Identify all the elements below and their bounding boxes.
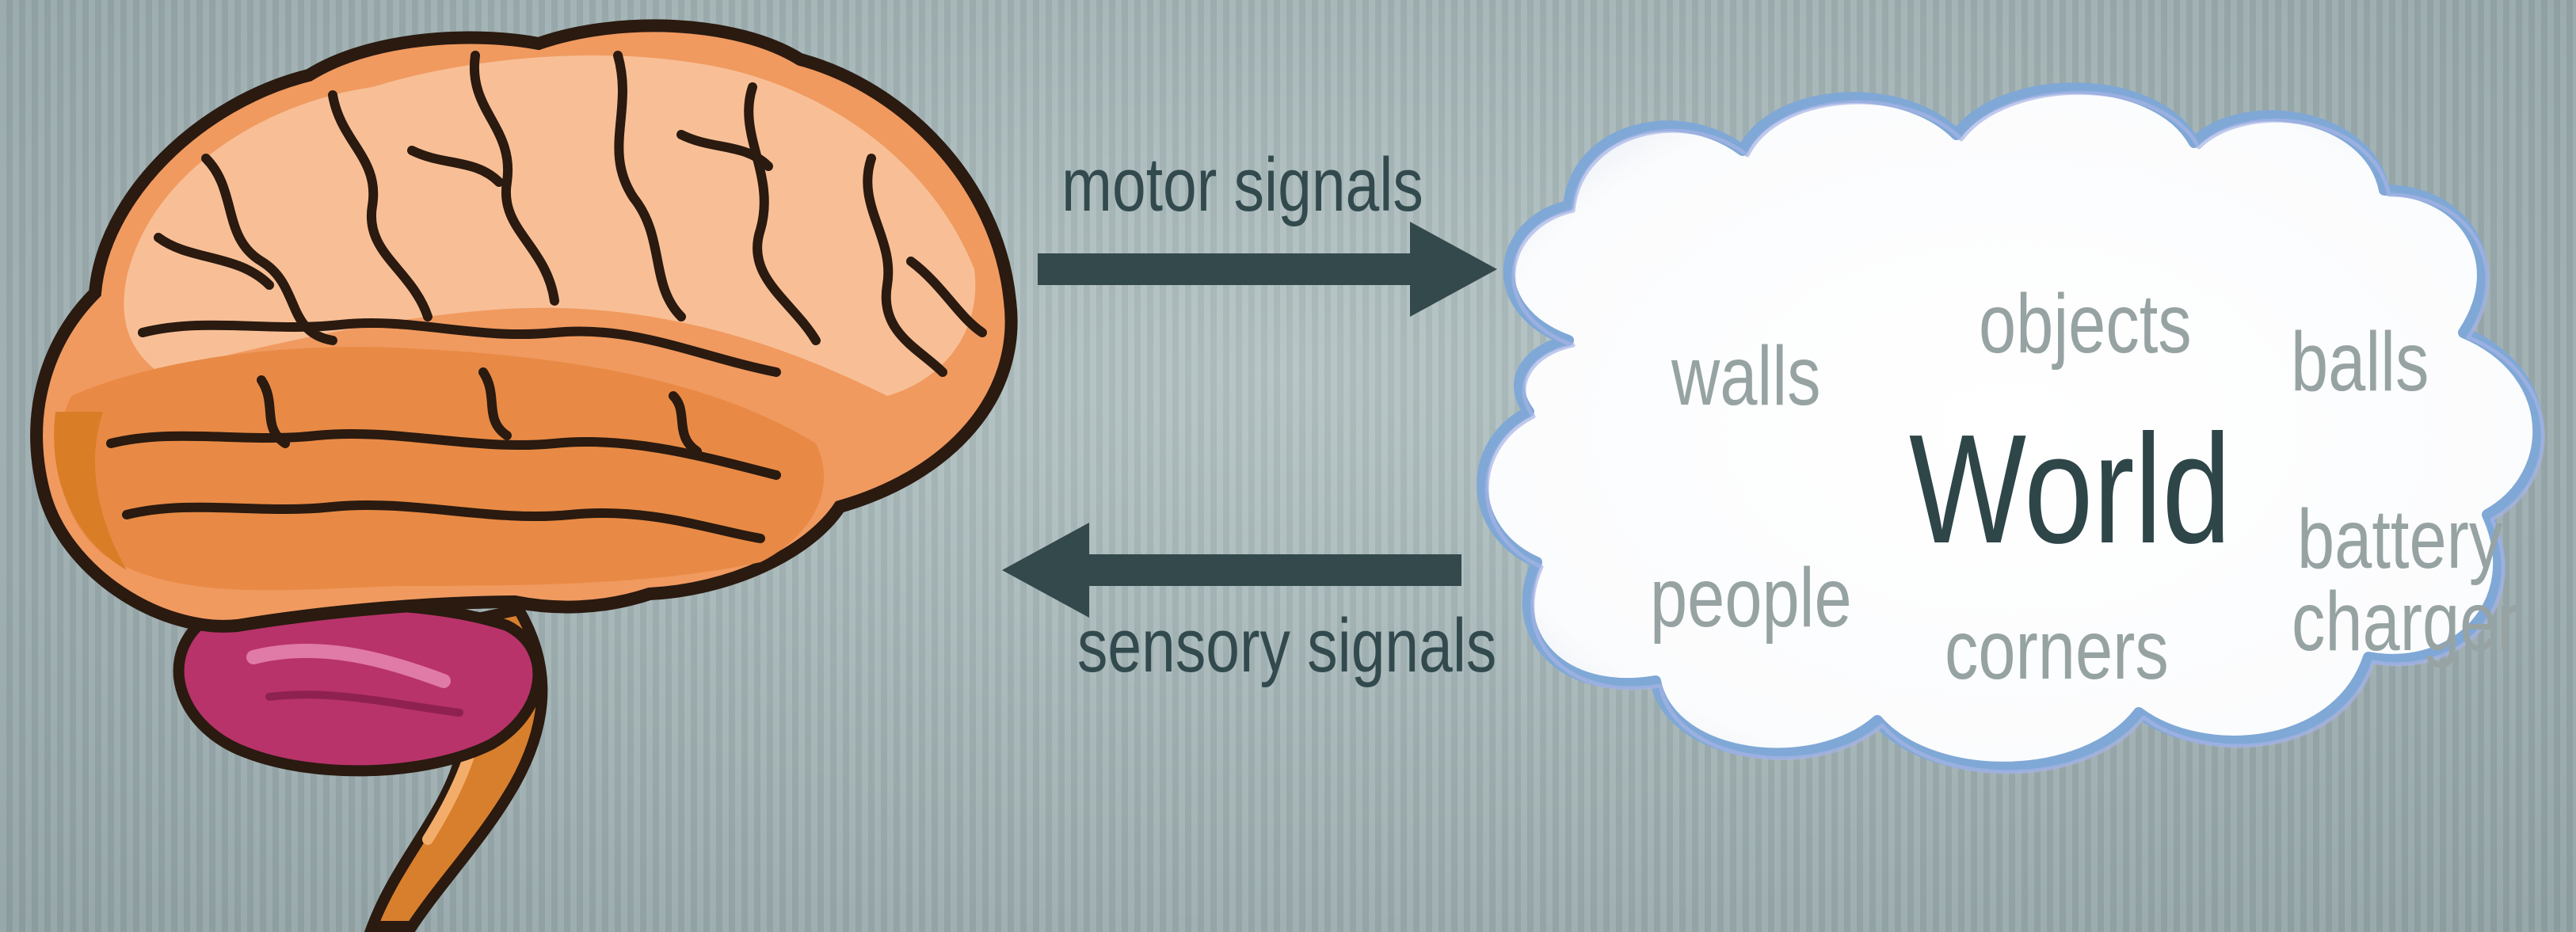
cloud-word-walls: walls <box>1671 334 1820 418</box>
cloud-word-balls: balls <box>2291 320 2429 404</box>
motor-signals-label: motor signals <box>1061 147 1423 223</box>
cloud-word-corners: corners <box>1945 608 2169 692</box>
cloud-word-objects: objects <box>1979 282 2192 366</box>
world-title: World <box>1909 412 2231 567</box>
cloud-word-charger: charger <box>2292 580 2520 664</box>
cloud-word-people: people <box>1650 556 1852 640</box>
cloud-word-battery: battery <box>2297 497 2502 581</box>
sensory-signals-label: sensory signals <box>1077 608 1496 684</box>
